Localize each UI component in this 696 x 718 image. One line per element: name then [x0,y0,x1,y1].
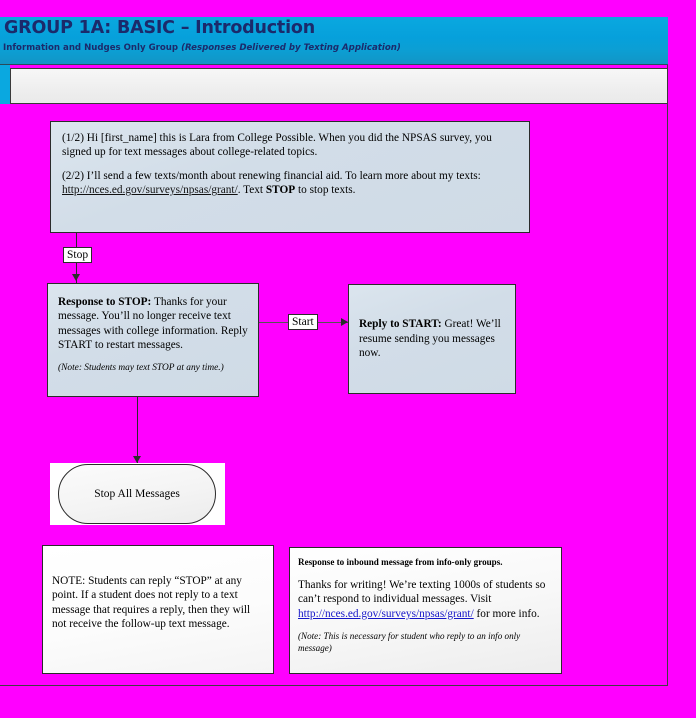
info-only-body-pre: Thanks for writing! We’re texting 1000s … [298,578,546,606]
connector-stop-to-terminator [137,397,138,464]
info-only-response-box: Response to inbound message from info-on… [289,547,562,674]
message-part-2-pre: (2/2) I’ll send a few texts/month about … [62,169,481,182]
page-subtitle: Information and Nudges Only Group (Respo… [3,43,401,53]
empty-content-bar [10,68,668,104]
arrow-stop-to-terminator-icon [133,456,141,463]
response-to-stop-note: (Note: Students may text STOP at any tim… [58,362,224,373]
info-only-body: Thanks for writing! We’re texting 1000s … [298,578,553,621]
left-accent-strip [0,65,10,104]
response-to-stop-body: Thanks for your message. You’ll no longe… [58,296,248,352]
message-part-2-post: to stop texts. [295,184,356,197]
note-box: NOTE: Students can reply “STOP” at any p… [42,545,274,674]
page-title: GROUP 1A: BASIC – Introduction [4,18,315,38]
page-subtitle-plain: Information and Nudges Only Group [3,43,179,53]
stop-all-messages-label: Stop All Messages [94,488,180,500]
message-part-2: (2/2) I’ll send a few texts/month about … [62,169,518,198]
stop-all-messages-terminator: Stop All Messages [58,464,216,524]
intro-message-box: (1/2) Hi [first_name] this is Lara from … [50,121,530,233]
info-only-heading: Response to inbound message from info-on… [298,557,503,567]
arrow-stop-to-start-icon [341,318,348,326]
note-box-text: NOTE: Students can reply “STOP” at any p… [52,575,251,631]
reply-to-start-body: Great! We’ll resume sending you messages… [359,318,501,360]
arrow-intro-to-stop-icon [72,274,80,281]
response-to-stop-text: Response to STOP: Thanks for your messag… [58,295,248,353]
stop-keyword: STOP [265,184,296,197]
npsas-link[interactable]: http://nces.ed.gov/surveys/npsas/grant/ [62,184,238,197]
reply-to-start-box: Reply to START: Great! We’ll resume send… [348,284,516,394]
reply-to-start-heading: Reply to START: [359,318,442,331]
page-subtitle-italic: (Responses Delivered by Texting Applicat… [181,43,401,53]
info-only-body-post: for more info. [473,607,540,620]
info-only-npsas-link[interactable]: http://nces.ed.gov/surveys/npsas/grant/ [298,607,474,620]
info-only-note: (Note: This is necessary for student who… [298,631,521,654]
message-part-2-mid: . Text [237,184,266,197]
response-to-stop-heading: Response to STOP: [58,296,152,308]
edge-label-stop: Stop [63,247,93,263]
slide-header: GROUP 1A: BASIC – Introduction Informati… [0,17,668,65]
message-part-1: (1/2) Hi [first_name] this is Lara from … [62,132,492,159]
response-to-stop-box: Response to STOP: Thanks for your messag… [47,283,259,397]
edge-label-start: Start [288,314,318,330]
reply-to-start-text: Reply to START: Great! We’ll resume send… [359,317,505,360]
